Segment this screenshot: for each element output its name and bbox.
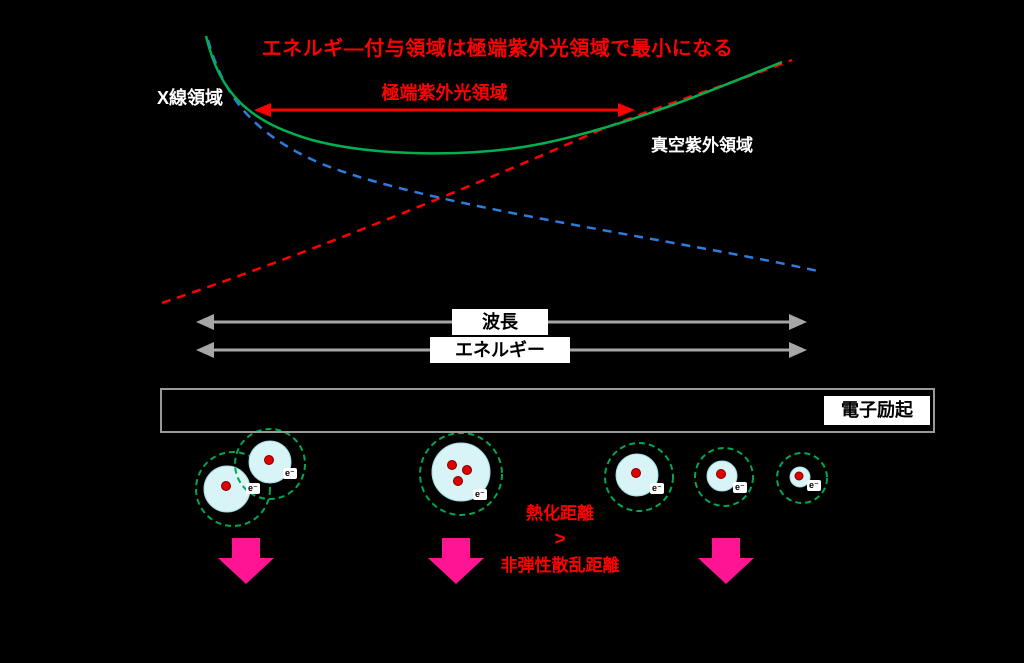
electron-tag: e⁻ (283, 468, 297, 479)
green-curve (204, 35, 783, 155)
electron-excitation-label: 電子励起 (824, 396, 930, 425)
electron-tag: e⁻ (650, 483, 664, 494)
red-dashed-curve (161, 58, 793, 305)
thermalization-annotation: 熱化距離 > 非弾性散乱距離 (455, 501, 665, 579)
annotation-line-3: 非弾性散乱距離 (500, 556, 620, 575)
down-arrow-right (698, 538, 754, 584)
electron-excitation-box (160, 388, 935, 433)
xray-region-label: X線領域 (157, 88, 224, 108)
blue-dashed-curve (206, 39, 823, 274)
diagram-title: エネルギ―付与領域は極端紫外光領域で最小になる (261, 38, 734, 60)
euv-range-arrow (254, 103, 635, 117)
vuv-region-label: 真空紫外領域 (651, 136, 753, 155)
electron-tag: e⁻ (246, 483, 260, 494)
annotation-line-1: 熱化距離 (526, 504, 594, 523)
euv-region-label: 極端紫外光領域 (381, 83, 508, 103)
electron-tag: e⁻ (473, 489, 487, 500)
electron-tag: e⁻ (807, 480, 821, 491)
electron-tag: e⁻ (733, 482, 747, 493)
down-arrow-left (218, 538, 274, 584)
atom-right-small (776, 452, 828, 504)
atom-excited-middle (419, 432, 503, 516)
annotation-line-2: > (554, 529, 566, 550)
down-arrow-middle (428, 538, 484, 584)
atom-right-medium (694, 447, 754, 507)
energy-label: エネルギー (430, 337, 570, 363)
wavelength-label: 波長 (452, 309, 548, 335)
atom-right-large (604, 442, 674, 512)
